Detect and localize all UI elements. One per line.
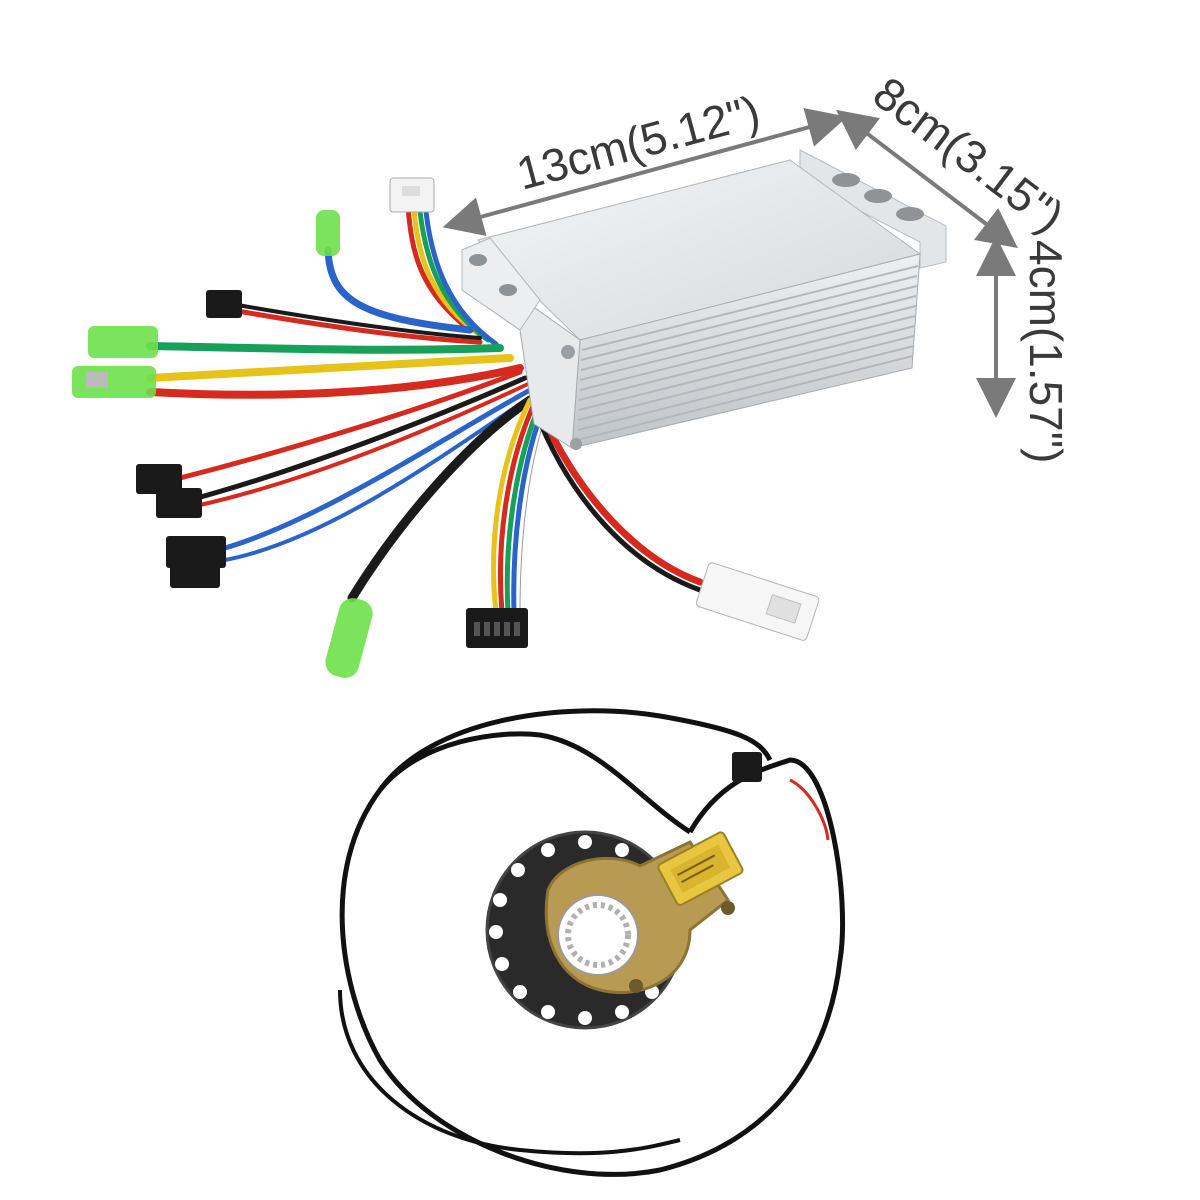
green-tip-bottom — [325, 598, 373, 678]
height-label: 4cm(1.57") — [1020, 240, 1072, 463]
pedal-assist-sensor — [338, 708, 846, 1177]
black-plug-5 — [170, 562, 220, 588]
controller-wires — [146, 205, 704, 615]
black-plug-2 — [136, 464, 182, 494]
controller-connectors — [72, 177, 820, 678]
sensor-cable — [339, 731, 846, 1177]
black-plug-3 — [156, 488, 202, 518]
black-plug-1 — [206, 290, 242, 318]
white-power-plug — [695, 562, 820, 641]
width-arrow — [836, 109, 1018, 249]
green-tip-left-1 — [88, 326, 158, 358]
green-tip-top — [316, 210, 340, 256]
length-arrow — [442, 107, 848, 237]
sensor-connector — [732, 752, 762, 782]
controller-housing — [461, 149, 947, 450]
sensor-head — [657, 831, 744, 906]
black-plug-4 — [166, 536, 226, 568]
green-tip-left-2 — [72, 366, 156, 398]
